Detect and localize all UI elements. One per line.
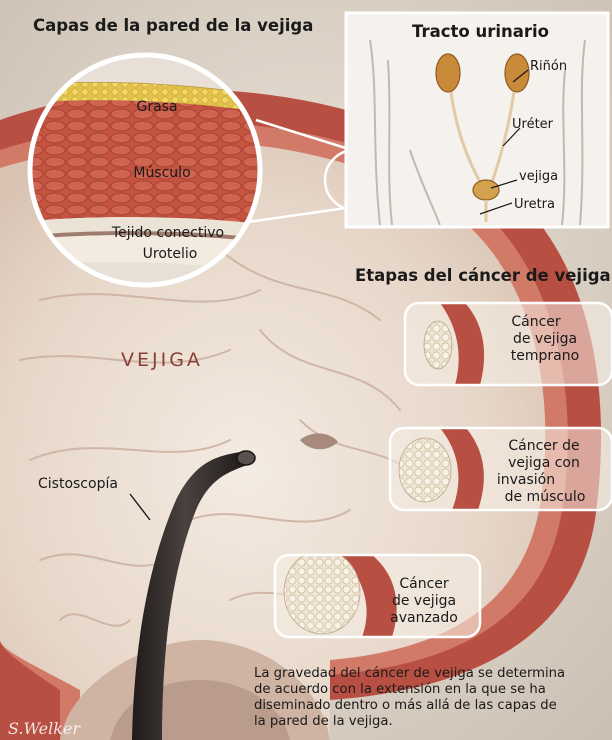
layers-title: Capas de la pared de la vejiga: [33, 16, 313, 35]
stage-invasive-line-2: vejiga con: [508, 455, 580, 471]
kidney-label: Riñón: [530, 59, 567, 74]
muscle-label: Músculo: [133, 165, 190, 181]
caption-line-2: de acuerdo con la extensión en la que se…: [254, 682, 610, 698]
caption-line-3: diseminado dentro o más allá de las capa…: [254, 698, 610, 714]
stage-early-line-3: temprano: [511, 348, 579, 364]
urinary-tract-inset: [346, 13, 608, 227]
fat-label: Grasa: [136, 99, 177, 115]
bladder-tract-label: vejiga: [519, 169, 558, 184]
urothelium-label: Urotelio: [143, 246, 198, 262]
stage-advanced-line-3: avanzado: [390, 610, 458, 626]
stage-early-line-2: de vejiga: [513, 331, 577, 347]
bladder-label: VEJIGA: [121, 349, 203, 371]
urinary-tract-title: Tracto urinario: [412, 22, 549, 41]
caption-line-4: la pared de la vejiga.: [254, 714, 610, 730]
stage-invasive-line-1: Cáncer de: [508, 438, 579, 454]
stage-advanced-line-2: de vejiga: [392, 593, 456, 609]
stage-advanced-line-1: Cáncer: [399, 576, 449, 592]
stage-invasive-line-3: invasión: [497, 472, 555, 488]
urethra-label: Uretra: [514, 197, 555, 212]
caption: La gravedad del cáncer de vejiga se dete…: [254, 666, 610, 730]
stage-invasive-line-4: de músculo: [505, 489, 586, 505]
stage-early-line-1: Cáncer: [511, 314, 561, 330]
connective-tissue-label: Tejido conectivo: [111, 225, 224, 241]
stages-title: Etapas del cáncer de vejiga: [355, 266, 611, 285]
caption-line-1: La gravedad del cáncer de vejiga se dete…: [254, 666, 610, 682]
stage-early: [405, 303, 612, 385]
ureter-label: Uréter: [512, 117, 554, 132]
cystoscopy-label: Cistoscopía: [38, 476, 118, 492]
artist-signature: S.Welker: [8, 719, 81, 738]
